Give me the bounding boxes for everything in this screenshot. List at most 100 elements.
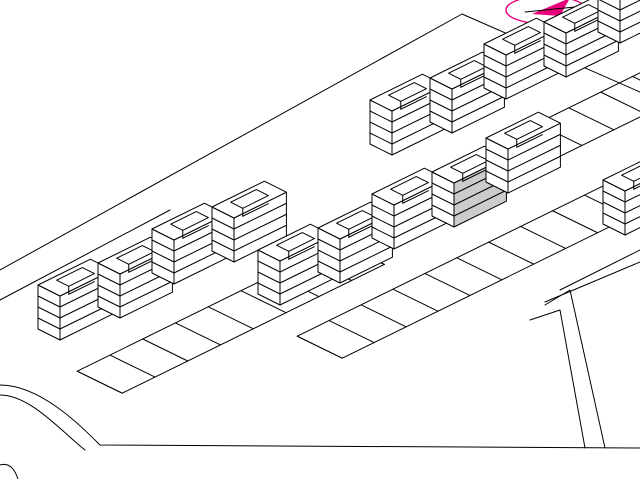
unit-floor-line — [233, 202, 287, 230]
unit-floor-line — [624, 205, 640, 214]
unit-floor-line — [543, 54, 567, 67]
unit-roof-terrace — [56, 267, 95, 287]
parking-stall-line — [76, 370, 123, 394]
unit — [597, 0, 640, 44]
unit-floor-line — [597, 20, 621, 33]
unit-floor-line — [211, 239, 235, 252]
unit-terrace-edge — [402, 190, 429, 204]
unit-terrace-edge — [288, 246, 315, 260]
unit-floor-line — [369, 121, 393, 134]
unit-floor-line — [565, 39, 619, 67]
unit-roof-terrace — [388, 82, 427, 102]
unit-roof-terrace — [504, 120, 543, 140]
unit-floor-line — [97, 295, 121, 308]
unit-terrace-edge — [348, 224, 375, 238]
unit-floor-line — [598, 0, 621, 11]
unit-floor-line — [507, 144, 561, 172]
unit-floor-line — [619, 21, 640, 33]
unit-terrace-edge — [68, 281, 95, 295]
unit-floor-line — [624, 216, 640, 225]
unit-floor-line — [151, 239, 175, 252]
parking-stall-line — [207, 306, 254, 330]
parking-stall-line — [109, 354, 156, 378]
unit-terrace-edge — [514, 40, 541, 54]
unit-floor-line — [451, 95, 505, 123]
unit-front-face — [619, 0, 640, 44]
parking-stall-line — [240, 290, 287, 314]
unit-roof-terrace — [448, 60, 487, 80]
unit-terrace-edge — [400, 96, 427, 110]
parking-stall-line — [552, 210, 599, 234]
unit-floor-line — [369, 132, 393, 145]
parking-stall-line — [328, 320, 375, 344]
parking-stall-line — [520, 225, 567, 249]
unit-roof — [369, 73, 445, 112]
unit-roof-terrace — [276, 232, 315, 252]
unit-floor-line — [431, 204, 455, 217]
unit-terrace-edge — [633, 185, 640, 190]
unit-roof — [371, 167, 447, 206]
unit-floor-line — [597, 9, 621, 22]
unit-roof-terrace — [116, 245, 155, 265]
unit — [602, 161, 640, 236]
unit-terrace-edge — [516, 134, 543, 148]
unit-floor-line — [151, 250, 175, 263]
unit-terrace-edge — [460, 74, 487, 88]
parking-stall-line — [296, 335, 343, 359]
unit-floor-line — [507, 133, 561, 161]
unit-floor-line — [317, 260, 341, 273]
parking-stall-line — [488, 241, 535, 265]
unit-terrace-edge — [182, 225, 209, 239]
parking-stall-line — [632, 75, 640, 81]
unit-floor-line — [151, 261, 175, 274]
unit-floor-line — [624, 194, 640, 203]
unit-floor-line — [257, 282, 281, 295]
unit-floor-line — [37, 317, 61, 330]
unit-floor-line — [431, 182, 455, 195]
unit-floor-line — [317, 238, 341, 251]
unit-roof-terrace — [502, 26, 541, 46]
unit-terrace-edge — [574, 18, 601, 32]
unit-floor-line — [257, 260, 281, 273]
unit-floor-line — [485, 148, 509, 161]
unit-roof-terrace — [450, 154, 489, 174]
road-right-b — [529, 309, 586, 449]
unit — [485, 111, 561, 194]
unit-floor-line — [371, 204, 395, 217]
parking-stall-line — [600, 91, 640, 112]
parking-stall-line — [568, 107, 615, 131]
unit-roof — [257, 223, 333, 262]
unit-floor-line — [97, 284, 121, 297]
unit-floor-line — [483, 65, 507, 78]
unit-roof-terrace — [621, 165, 640, 182]
road-right-a — [544, 289, 606, 449]
unit-terrace-edge — [242, 203, 269, 217]
unit-floor-line — [369, 110, 393, 123]
building-rows — [37, 0, 640, 341]
road-bottom-left-arc — [0, 463, 19, 479]
unit-floor-line — [485, 170, 509, 183]
unit-roof — [37, 258, 113, 297]
unit-roof-terrace — [390, 176, 429, 196]
row-left — [37, 180, 287, 341]
unit-roof — [602, 161, 640, 192]
unit-roof-terrace — [170, 211, 209, 231]
unit-floor-line — [211, 217, 235, 230]
unit-floor-line — [37, 295, 61, 308]
unit — [369, 73, 445, 156]
parking-stall-line — [175, 322, 222, 346]
road-right-c — [559, 249, 640, 291]
road-curve-left — [0, 384, 640, 449]
unit-floor-line — [602, 201, 626, 214]
unit-floor-line — [483, 76, 507, 89]
unit-floor-line — [619, 10, 640, 22]
unit-floor-line — [211, 228, 235, 241]
unit-roof-terrace — [562, 4, 601, 24]
unit-roof-terrace — [336, 210, 375, 230]
unit-floor-line — [507, 155, 561, 183]
parking-stall-line — [456, 257, 503, 281]
site-boundary-inner — [0, 209, 171, 301]
unit-floor-line — [543, 32, 567, 45]
parking-stall-line — [392, 288, 439, 312]
unit-floor-line — [119, 280, 173, 308]
